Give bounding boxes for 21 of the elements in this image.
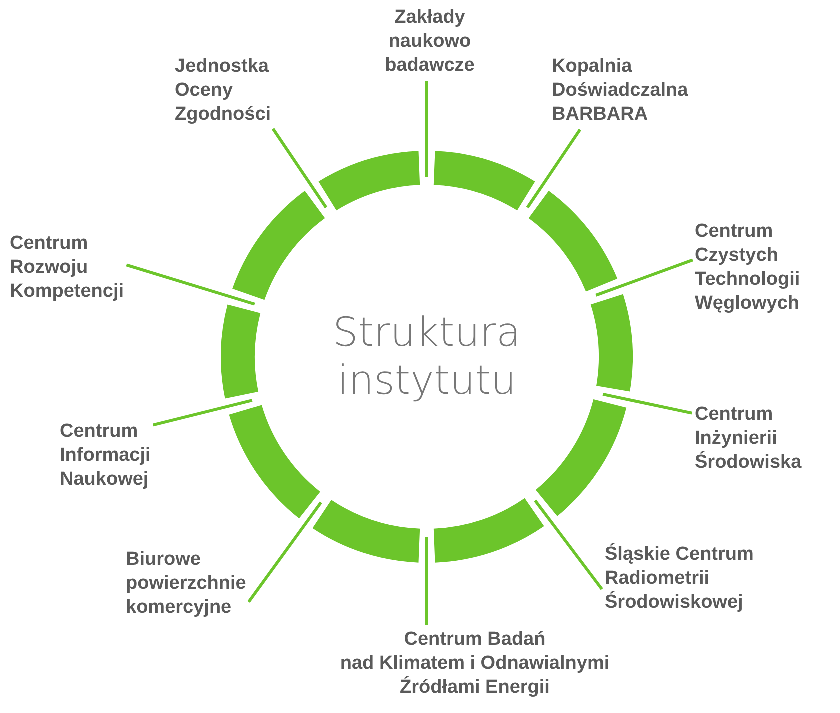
leader-line xyxy=(153,399,253,427)
unit-label: Kopalnia Doświadczalna BARBARA xyxy=(552,55,688,127)
unit-label: Zakłady naukowo badawcze xyxy=(385,6,475,78)
leader-line xyxy=(272,128,328,209)
unit-label: Centrum Informacji Naukowej xyxy=(60,420,151,492)
unit-label: Jednostka Oceny Zgodności xyxy=(175,55,272,127)
leader-line xyxy=(534,500,604,590)
leader-line xyxy=(248,502,322,604)
unit-label: Śląskie Centrum Radiometrii Środowiskowej xyxy=(605,543,754,615)
leader-line xyxy=(526,129,582,209)
leader-line xyxy=(596,258,694,297)
leader-line xyxy=(126,264,256,306)
unit-label: Centrum Badań nad Klimatem i Odnawialnymi Źródłami Energii xyxy=(340,628,610,700)
leader-line xyxy=(602,392,692,415)
unit-label: Centrum Czystych Technologii Węglowych xyxy=(695,220,800,316)
leader-line xyxy=(426,537,428,625)
unit-label: Centrum Inżynierii Środowiska xyxy=(695,403,802,475)
center-title: Struktura instytutu xyxy=(332,309,522,405)
unit-label: Centrum Rozwoju Kompetencji xyxy=(10,232,124,304)
leader-line xyxy=(426,81,428,177)
unit-label: Biurowe powierzchnie komercyjne xyxy=(126,548,246,620)
